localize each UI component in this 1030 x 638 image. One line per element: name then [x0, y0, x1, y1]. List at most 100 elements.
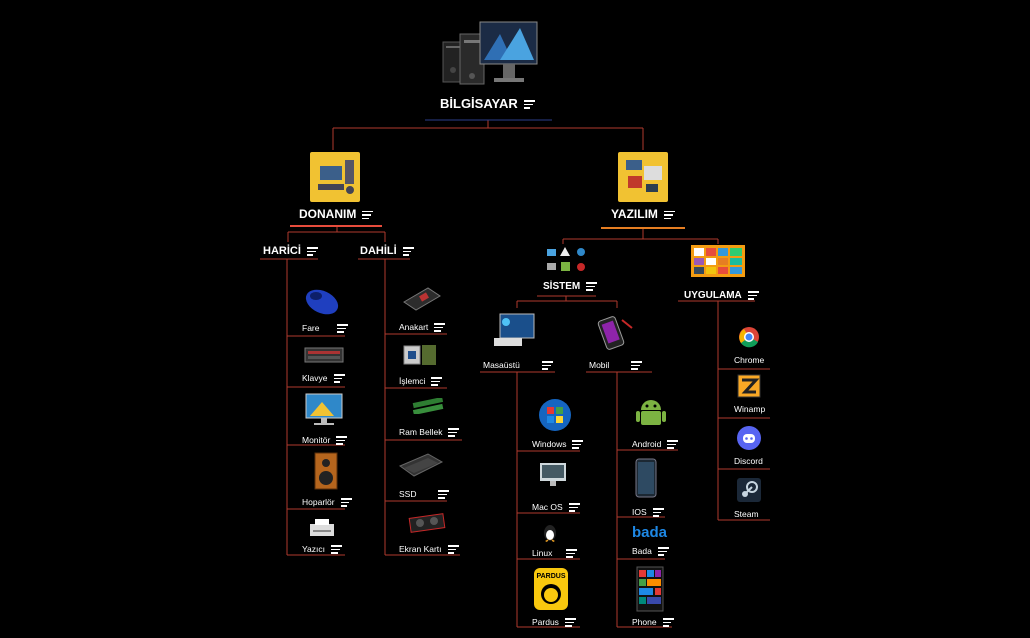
- menu-icon[interactable]: [572, 438, 584, 451]
- imac-icon: [539, 462, 567, 488]
- menu-icon[interactable]: [747, 289, 759, 302]
- system-node[interactable]: SİSTEM: [543, 280, 598, 293]
- item-label: IOS: [632, 506, 647, 517]
- ssd-icon: [398, 452, 444, 478]
- menu-icon[interactable]: [340, 496, 352, 509]
- item-winamp[interactable]: Winamp: [734, 404, 765, 414]
- iphone-icon: [634, 458, 658, 498]
- menu-icon[interactable]: [631, 359, 643, 372]
- menu-icon[interactable]: [431, 375, 443, 388]
- external-label: HARİCİ: [263, 245, 301, 258]
- software-label: YAZILIM: [611, 207, 658, 221]
- internal-label: DAHİLİ: [360, 245, 397, 258]
- menu-icon[interactable]: [402, 245, 414, 258]
- item-label: Ekran Kartı: [399, 543, 442, 554]
- item-hoparlor[interactable]: Hoparlör: [302, 496, 352, 509]
- item-ram[interactable]: Ram Bellek: [399, 426, 460, 439]
- internal-node[interactable]: DAHİLİ: [360, 245, 414, 258]
- system-label: SİSTEM: [543, 280, 581, 292]
- item-label: Klavye: [302, 372, 328, 383]
- software-node[interactable]: YAZILIM: [611, 207, 675, 221]
- windows-phone-icon: [636, 566, 664, 612]
- menu-icon[interactable]: [331, 543, 342, 556]
- menu-icon[interactable]: [564, 616, 576, 629]
- external-node[interactable]: HARİCİ: [263, 245, 318, 258]
- item-label: Yazıcı: [302, 543, 325, 554]
- item-ssd[interactable]: SSD: [399, 488, 450, 501]
- apps-node[interactable]: UYGULAMA: [684, 289, 759, 302]
- item-discord[interactable]: Discord: [734, 456, 763, 466]
- item-label: Discord: [734, 456, 763, 466]
- menu-icon[interactable]: [566, 547, 578, 560]
- motherboard-icon: [402, 284, 442, 312]
- discord-logo-icon: [736, 425, 762, 451]
- menu-icon[interactable]: [362, 209, 374, 222]
- keyboard-icon: [304, 344, 344, 366]
- item-yazici[interactable]: Yazıcı: [302, 543, 342, 556]
- winamp-logo-icon: [737, 374, 761, 398]
- item-linux[interactable]: Linux: [532, 547, 578, 560]
- desktop-node[interactable]: Masaüstü: [483, 359, 553, 372]
- bada-logo-icon: bada: [632, 524, 667, 541]
- item-label: Pardus: [532, 616, 559, 627]
- windows-logo-icon: [538, 398, 572, 432]
- menu-icon[interactable]: [652, 506, 664, 519]
- menu-icon[interactable]: [448, 426, 460, 439]
- menu-icon[interactable]: [523, 98, 535, 111]
- item-label: Phone: [632, 616, 657, 627]
- apps-label: UYGULAMA: [684, 289, 742, 301]
- item-pardus[interactable]: Pardus: [532, 616, 576, 629]
- item-label: Linux: [532, 547, 553, 558]
- item-label: Chrome: [734, 355, 765, 365]
- item-macos[interactable]: Mac OS: [532, 501, 580, 514]
- android-logo-icon: [634, 396, 668, 430]
- menu-icon[interactable]: [657, 545, 669, 558]
- mobile-node[interactable]: Mobil: [589, 359, 643, 372]
- item-anakart[interactable]: Anakart: [399, 321, 446, 334]
- menu-icon[interactable]: [336, 434, 348, 447]
- item-steam[interactable]: Steam: [734, 509, 759, 519]
- apps-grid-icon: [691, 245, 745, 277]
- item-ekran-karti[interactable]: Ekran Kartı: [399, 543, 459, 556]
- hardware-label: DONANIM: [299, 207, 357, 221]
- item-bada[interactable]: Bada: [632, 545, 669, 558]
- menu-icon[interactable]: [333, 372, 345, 385]
- linux-penguin-icon: [542, 522, 558, 542]
- menu-icon[interactable]: [447, 543, 459, 556]
- desktop-computer-icon: [492, 312, 536, 350]
- pardus-logo-text: PARDUS: [536, 573, 565, 580]
- item-monitor[interactable]: Monitör: [302, 434, 348, 447]
- menu-icon[interactable]: [568, 501, 580, 514]
- chrome-logo-icon: [738, 326, 760, 348]
- menu-icon[interactable]: [586, 280, 598, 293]
- item-android[interactable]: Android: [632, 438, 679, 451]
- item-label: Hoparlör: [302, 496, 335, 507]
- menu-icon[interactable]: [662, 616, 674, 629]
- menu-icon[interactable]: [306, 245, 318, 258]
- menu-icon[interactable]: [434, 321, 446, 334]
- speaker-icon: [314, 452, 338, 490]
- menu-icon[interactable]: [337, 322, 349, 335]
- hardware-node[interactable]: DONANIM: [299, 207, 374, 222]
- item-islemci[interactable]: İşlemci: [399, 375, 443, 388]
- item-phone[interactable]: Phone: [632, 616, 674, 629]
- mobile-label: Mobil: [589, 359, 610, 370]
- menu-icon[interactable]: [663, 209, 675, 222]
- item-fare[interactable]: Fare: [302, 322, 349, 335]
- menu-icon[interactable]: [667, 438, 679, 451]
- root-label: BİLGİSAYAR: [440, 96, 518, 111]
- item-label: Anakart: [399, 321, 429, 332]
- item-label: Ram Bellek: [399, 426, 443, 437]
- menu-icon[interactable]: [438, 488, 450, 501]
- item-chrome[interactable]: Chrome: [734, 355, 764, 365]
- item-ios[interactable]: IOS: [632, 506, 664, 519]
- root-node[interactable]: BİLGİSAYAR: [440, 96, 535, 111]
- pardus-logo-icon: PARDUS: [533, 567, 569, 611]
- steam-logo-icon: [736, 477, 762, 503]
- item-windows[interactable]: Windows: [532, 438, 584, 451]
- item-label: İşlemci: [399, 375, 426, 386]
- menu-icon[interactable]: [541, 359, 553, 372]
- item-klavye[interactable]: Klavye: [302, 372, 345, 385]
- item-label: Android: [632, 438, 662, 449]
